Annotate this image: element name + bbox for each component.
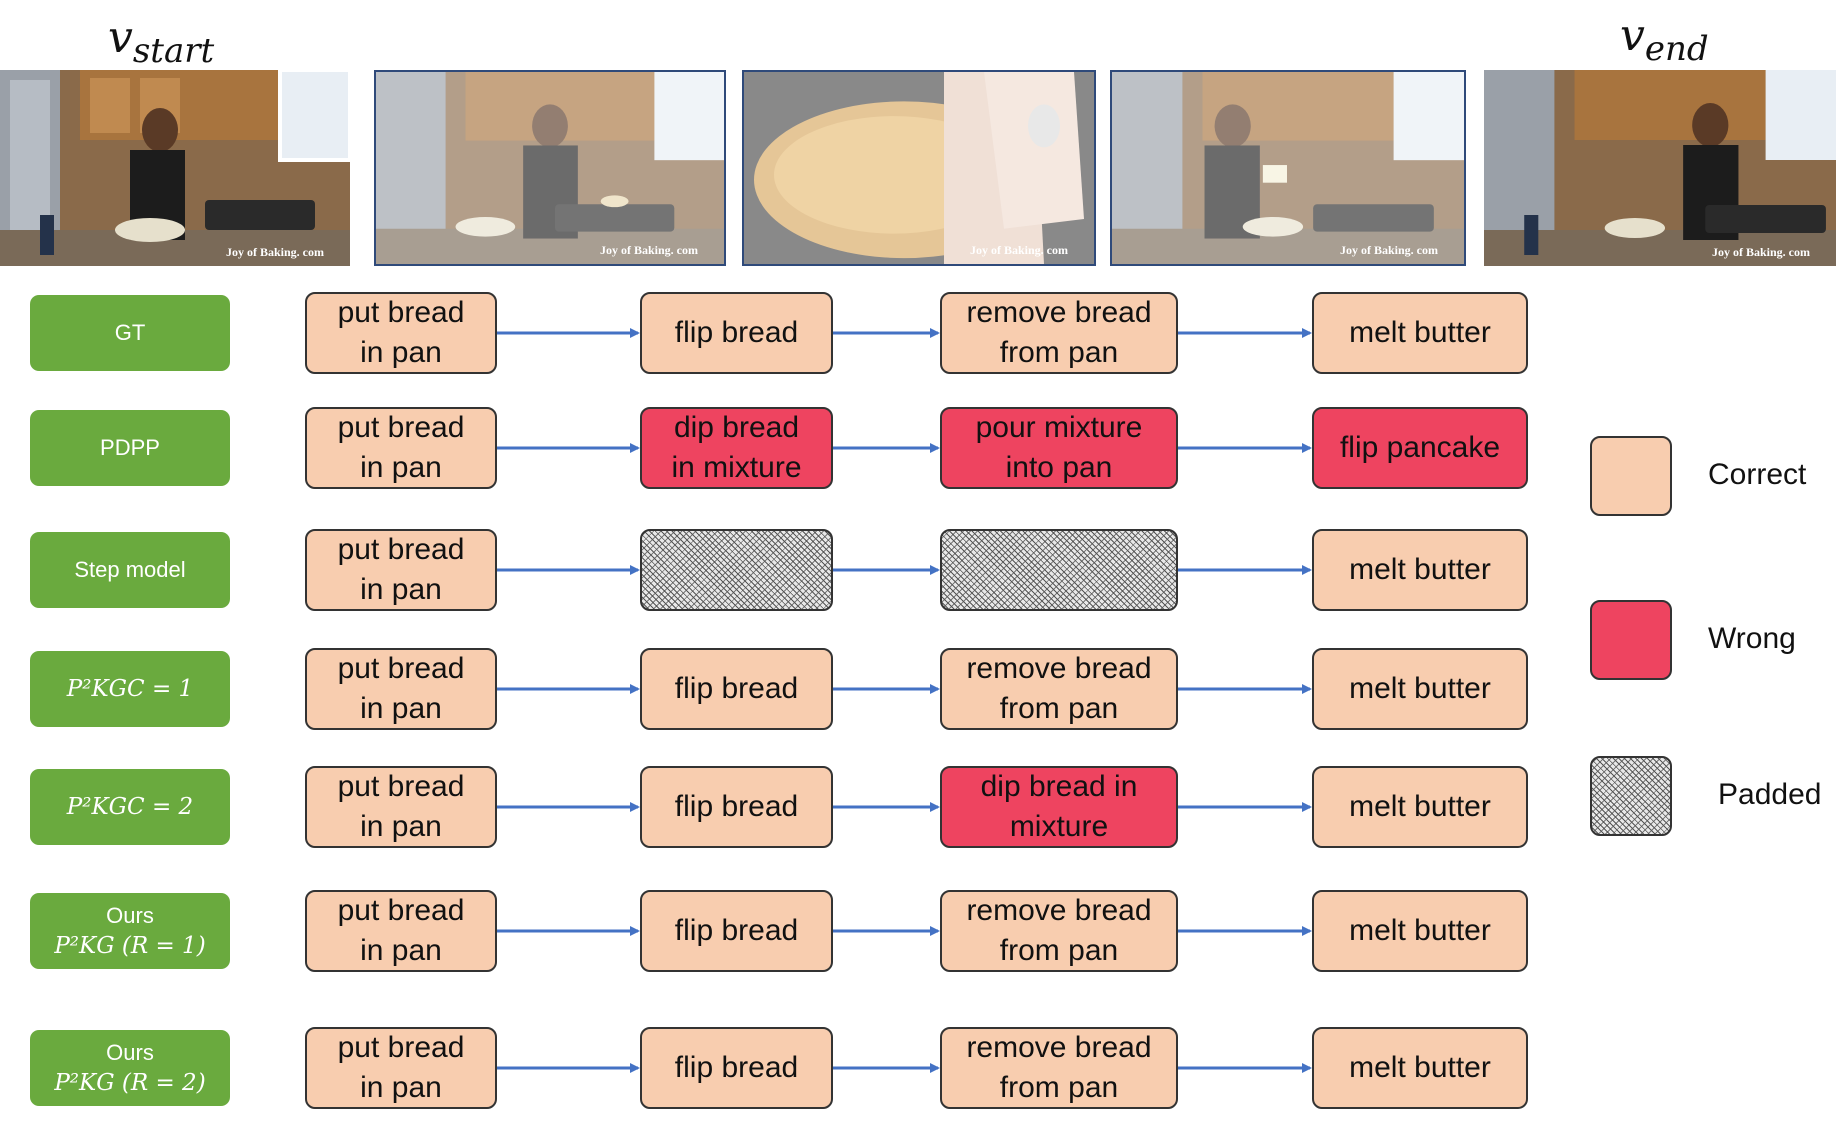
method-name: Ours: [106, 903, 154, 928]
step-box-correct: put bread in pan: [305, 407, 497, 489]
v-end-label: vend: [1620, 10, 1709, 69]
step-box-correct: put bread in pan: [305, 766, 497, 848]
step-box-correct: melt butter: [1312, 292, 1528, 374]
step-box-correct: melt butter: [1312, 766, 1528, 848]
step-box-correct: remove bread from pan: [940, 1027, 1178, 1109]
method-name: Ours: [106, 1040, 154, 1065]
legend-label-correct: Correct: [1708, 458, 1807, 491]
step-box-wrong: dip bread in mixture: [640, 407, 833, 489]
step-box-correct: put bread in pan: [305, 292, 497, 374]
legend-swatch-correct: [1590, 436, 1672, 516]
method-formula: P²KGC = 1: [66, 676, 194, 702]
method-name: GT: [114, 320, 146, 345]
method-formula: P²KGC = 2: [66, 794, 194, 820]
watermark: Joy of Baking. com: [1711, 245, 1810, 259]
step-box-correct: remove bread from pan: [940, 292, 1178, 374]
legend-swatch-wrong: [1590, 600, 1672, 680]
intermediate-frame-image: Joy of Baking. com: [374, 70, 726, 266]
method-label: GT: [30, 295, 230, 371]
step-box-correct: melt butter: [1312, 648, 1528, 730]
step-box-correct: put bread in pan: [305, 890, 497, 972]
method-label: PDPP: [30, 410, 230, 486]
step-box-wrong: flip pancake: [1312, 407, 1528, 489]
step-box-correct: put bread in pan: [305, 648, 497, 730]
start-frame-image: Joy of Baking. com: [0, 70, 350, 266]
method-formula: P²KG (R = 2): [54, 1070, 206, 1096]
intermediate-frame-image: Joy of Baking. com: [1110, 70, 1466, 266]
step-box-correct: remove bread from pan: [940, 890, 1178, 972]
watermark: Joy of Baking. com: [225, 245, 324, 259]
intermediate-frame-image: Joy of Baking. com: [742, 70, 1096, 266]
step-box-correct: put bread in pan: [305, 529, 497, 611]
step-box-correct: melt butter: [1312, 1027, 1528, 1109]
method-name: Step model: [74, 557, 186, 582]
step-box-correct: flip bread: [640, 648, 833, 730]
end-frame-image: Joy of Baking. com: [1484, 70, 1836, 266]
step-box-correct: flip bread: [640, 1027, 833, 1109]
step-box-wrong: dip bread in mixture: [940, 766, 1178, 848]
step-box-correct: put bread in pan: [305, 1027, 497, 1109]
step-box-padded: [640, 529, 833, 611]
step-box-correct: flip bread: [640, 766, 833, 848]
step-box-padded: [940, 529, 1178, 611]
step-box-correct: melt butter: [1312, 529, 1528, 611]
method-formula: P²KG (R = 1): [54, 933, 206, 959]
step-box-correct: flip bread: [640, 292, 833, 374]
watermark: Joy of Baking. com: [969, 243, 1068, 257]
step-box-correct: flip bread: [640, 890, 833, 972]
method-label: P²KGC = 2: [30, 769, 230, 845]
v-start-label: vstart: [108, 12, 215, 71]
watermark: Joy of Baking. com: [1339, 243, 1438, 257]
step-box-correct: remove bread from pan: [940, 648, 1178, 730]
method-label: Step model: [30, 532, 230, 608]
legend-swatch-padded: [1590, 756, 1672, 836]
legend-label-wrong: Wrong: [1708, 622, 1796, 655]
step-box-wrong: pour mixture into pan: [940, 407, 1178, 489]
method-name: PDPP: [100, 435, 160, 460]
watermark: Joy of Baking. com: [599, 243, 698, 257]
method-label: P²KGC = 1: [30, 651, 230, 727]
step-box-correct: melt butter: [1312, 890, 1528, 972]
legend-label-padded: Padded: [1718, 778, 1822, 811]
